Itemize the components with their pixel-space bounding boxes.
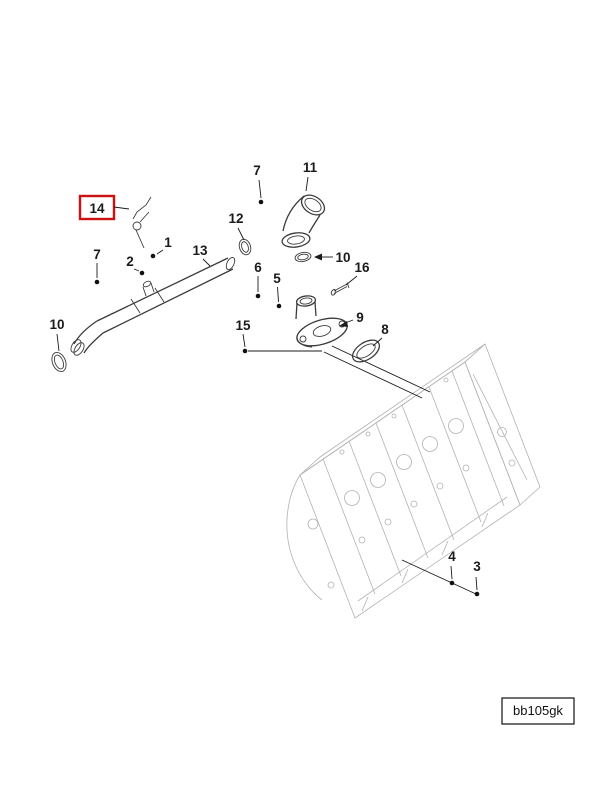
leader-line bbox=[133, 268, 140, 272]
callout-6-label[interactable]: 6 bbox=[254, 260, 262, 275]
callout-10-left-label[interactable]: 10 bbox=[49, 317, 64, 332]
callout-10-left[interactable]: 10 bbox=[49, 317, 65, 352]
engine-block-drawing bbox=[286, 343, 541, 619]
leader-dot bbox=[139, 270, 145, 276]
callout-3[interactable]: 3 bbox=[473, 559, 481, 597]
callout-14[interactable]: 14 bbox=[78, 194, 130, 221]
callout-15[interactable]: 15 bbox=[235, 318, 322, 354]
leader-dot bbox=[94, 279, 100, 285]
leader-line bbox=[475, 576, 478, 591]
callout-6[interactable]: 6 bbox=[254, 260, 262, 299]
callout-4-label[interactable]: 4 bbox=[448, 549, 456, 564]
figure-code: bb105gk bbox=[513, 703, 563, 718]
leader-line bbox=[277, 286, 279, 303]
callout-7-left-label[interactable]: 7 bbox=[93, 247, 101, 262]
callout-10-right-label[interactable]: 10 bbox=[335, 250, 350, 265]
leader-line bbox=[156, 249, 164, 255]
callout-13[interactable]: 13 bbox=[192, 243, 211, 267]
leader-line bbox=[305, 176, 309, 192]
leader-dot bbox=[276, 303, 282, 309]
leader-dot bbox=[242, 348, 248, 354]
leader-dot bbox=[474, 591, 480, 597]
water-transfer-tube-assembly bbox=[51, 194, 381, 373]
leader-line bbox=[258, 179, 262, 199]
callout-12[interactable]: 12 bbox=[228, 211, 245, 241]
callout-9[interactable]: 9 bbox=[339, 310, 364, 327]
leader-line bbox=[242, 333, 246, 348]
callout-8[interactable]: 8 bbox=[372, 322, 389, 347]
leader-line bbox=[237, 227, 245, 241]
clip-part-14 bbox=[132, 196, 152, 249]
figure-code-box: bb105gk bbox=[501, 697, 575, 725]
arrowhead bbox=[314, 253, 322, 261]
callout-13-label[interactable]: 13 bbox=[192, 243, 208, 258]
highlight-box bbox=[78, 194, 116, 221]
leader-dot bbox=[150, 253, 156, 259]
callout-15-label[interactable]: 15 bbox=[235, 318, 251, 333]
callout-2-label[interactable]: 2 bbox=[126, 254, 134, 269]
callout-7-top[interactable]: 7 bbox=[253, 163, 264, 205]
callout-16[interactable]: 16 bbox=[345, 260, 370, 286]
callout-9-label[interactable]: 9 bbox=[356, 310, 364, 325]
callout-7-top-label[interactable]: 7 bbox=[253, 163, 261, 178]
callout-14-label[interactable]: 14 bbox=[89, 201, 105, 216]
leader-line bbox=[113, 206, 130, 210]
figure-code-border bbox=[501, 697, 575, 725]
callout-2[interactable]: 2 bbox=[126, 254, 145, 276]
callout-16-label[interactable]: 16 bbox=[354, 260, 370, 275]
callout-1[interactable]: 1 bbox=[150, 235, 173, 259]
leader-line bbox=[345, 275, 358, 286]
leader-dot bbox=[255, 293, 261, 299]
callout-4[interactable]: 4 bbox=[448, 549, 456, 586]
arrowhead bbox=[339, 321, 348, 327]
callout-5-label[interactable]: 5 bbox=[273, 271, 281, 286]
leader-line bbox=[372, 337, 383, 347]
callout-11-label[interactable]: 11 bbox=[303, 160, 318, 175]
callout-10-right[interactable]: 10 bbox=[314, 250, 351, 265]
callout-7-left[interactable]: 7 bbox=[93, 247, 101, 285]
leader-line bbox=[56, 333, 60, 352]
leader-line bbox=[450, 565, 453, 580]
leader-line bbox=[202, 258, 211, 267]
leader-dot bbox=[258, 199, 264, 205]
callout-3-label[interactable]: 3 bbox=[473, 559, 481, 574]
callout-12-label[interactable]: 12 bbox=[228, 211, 243, 226]
leader-dot bbox=[449, 580, 455, 586]
callout-1-label[interactable]: 1 bbox=[164, 235, 172, 250]
callout-5[interactable]: 5 bbox=[273, 271, 282, 309]
mounting-alignment-lines bbox=[323, 345, 477, 595]
callout-11[interactable]: 11 bbox=[303, 160, 318, 192]
callout-8-label[interactable]: 8 bbox=[381, 322, 389, 337]
